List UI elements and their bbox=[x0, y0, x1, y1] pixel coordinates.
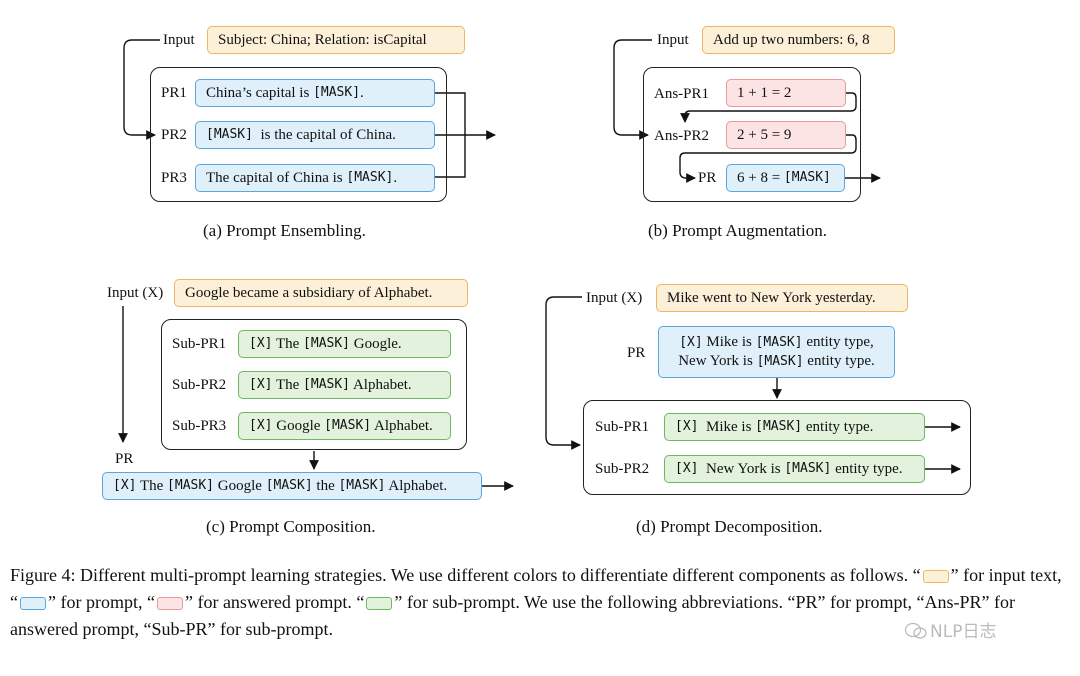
ans-pr2-box: 2 + 5 = 9 bbox=[726, 121, 846, 149]
pr2-label: PR2 bbox=[161, 127, 187, 143]
sub-pr2-label: Sub-PR2 bbox=[172, 377, 227, 393]
ans-pr1-label: Ans-PR1 bbox=[654, 86, 710, 102]
pr-prompt-box: 6 + 8 = [MASK] bbox=[726, 164, 845, 192]
prompt-color-swatch bbox=[20, 597, 46, 611]
pr-label: PR bbox=[698, 170, 717, 186]
pr1-label: PR1 bbox=[161, 85, 187, 101]
sub-pr1-box: [X] The [MASK] Google. bbox=[238, 330, 451, 358]
pr-label: PR bbox=[627, 345, 646, 361]
prompt-group-frame bbox=[643, 67, 861, 202]
sub-pr3-box: [X] Google [MASK] Alphabet. bbox=[238, 412, 451, 440]
input-color-swatch bbox=[922, 570, 949, 584]
input-label: Input (X) bbox=[586, 290, 643, 306]
pr1-prompt-box: China’s capital is [MASK]. bbox=[195, 79, 435, 107]
sub-pr1-label: Sub-PR1 bbox=[595, 419, 650, 435]
decomposition-prompt-box: [X] Mike is [MASK] entity type, New York… bbox=[658, 326, 895, 378]
sub-prompt-group-frame bbox=[583, 400, 971, 495]
input-label: Input bbox=[657, 32, 689, 48]
sub-prompt-color-swatch bbox=[366, 597, 393, 611]
caption-a: (a) Prompt Ensembling. bbox=[203, 221, 366, 240]
composed-prompt-box: [X] The [MASK] Google [MASK] the [MASK] … bbox=[102, 472, 482, 500]
ans-pr2-label: Ans-PR2 bbox=[654, 128, 710, 144]
watermark: NLP日志 bbox=[904, 617, 996, 642]
pr3-label: PR3 bbox=[161, 170, 187, 186]
pr3-prompt-box: The capital of China is [MASK]. bbox=[195, 164, 435, 192]
sub-pr1-box: [X] Mike is [MASK] entity type. bbox=[664, 413, 925, 441]
sub-pr3-label: Sub-PR3 bbox=[172, 418, 227, 434]
input-text-box: Google became a subsidiary of Alphabet. bbox=[174, 279, 468, 307]
ans-pr1-box: 1 + 1 = 2 bbox=[726, 79, 846, 107]
sub-pr1-label: Sub-PR1 bbox=[172, 336, 227, 352]
sub-prompt-group-frame bbox=[161, 319, 467, 450]
input-text-box: Add up two numbers: 6, 8 bbox=[702, 26, 895, 54]
wechat-icon bbox=[904, 622, 927, 639]
sub-pr2-box: [X] New York is [MASK] entity type. bbox=[664, 455, 925, 483]
input-text-box: Mike went to New York yesterday. bbox=[656, 284, 908, 312]
prompt-group-frame bbox=[150, 67, 447, 202]
caption-b: (b) Prompt Augmentation. bbox=[648, 221, 827, 240]
input-label: Input bbox=[163, 32, 195, 48]
input-text-box: Subject: China; Relation: isCapital bbox=[207, 26, 465, 54]
pr2-prompt-box: [MASK] is the capital of China. bbox=[195, 121, 435, 149]
answered-color-swatch bbox=[156, 597, 183, 611]
figure-caption: Figure 4: Different multi-prompt learnin… bbox=[10, 565, 1062, 639]
pr-label: PR bbox=[115, 451, 134, 467]
input-label: Input (X) bbox=[107, 285, 164, 301]
sub-pr2-box: [X] The [MASK] Alphabet. bbox=[238, 371, 451, 399]
caption-d: (d) Prompt Decomposition. bbox=[636, 517, 823, 536]
sub-pr2-label: Sub-PR2 bbox=[595, 461, 650, 477]
caption-c: (c) Prompt Composition. bbox=[206, 517, 376, 536]
